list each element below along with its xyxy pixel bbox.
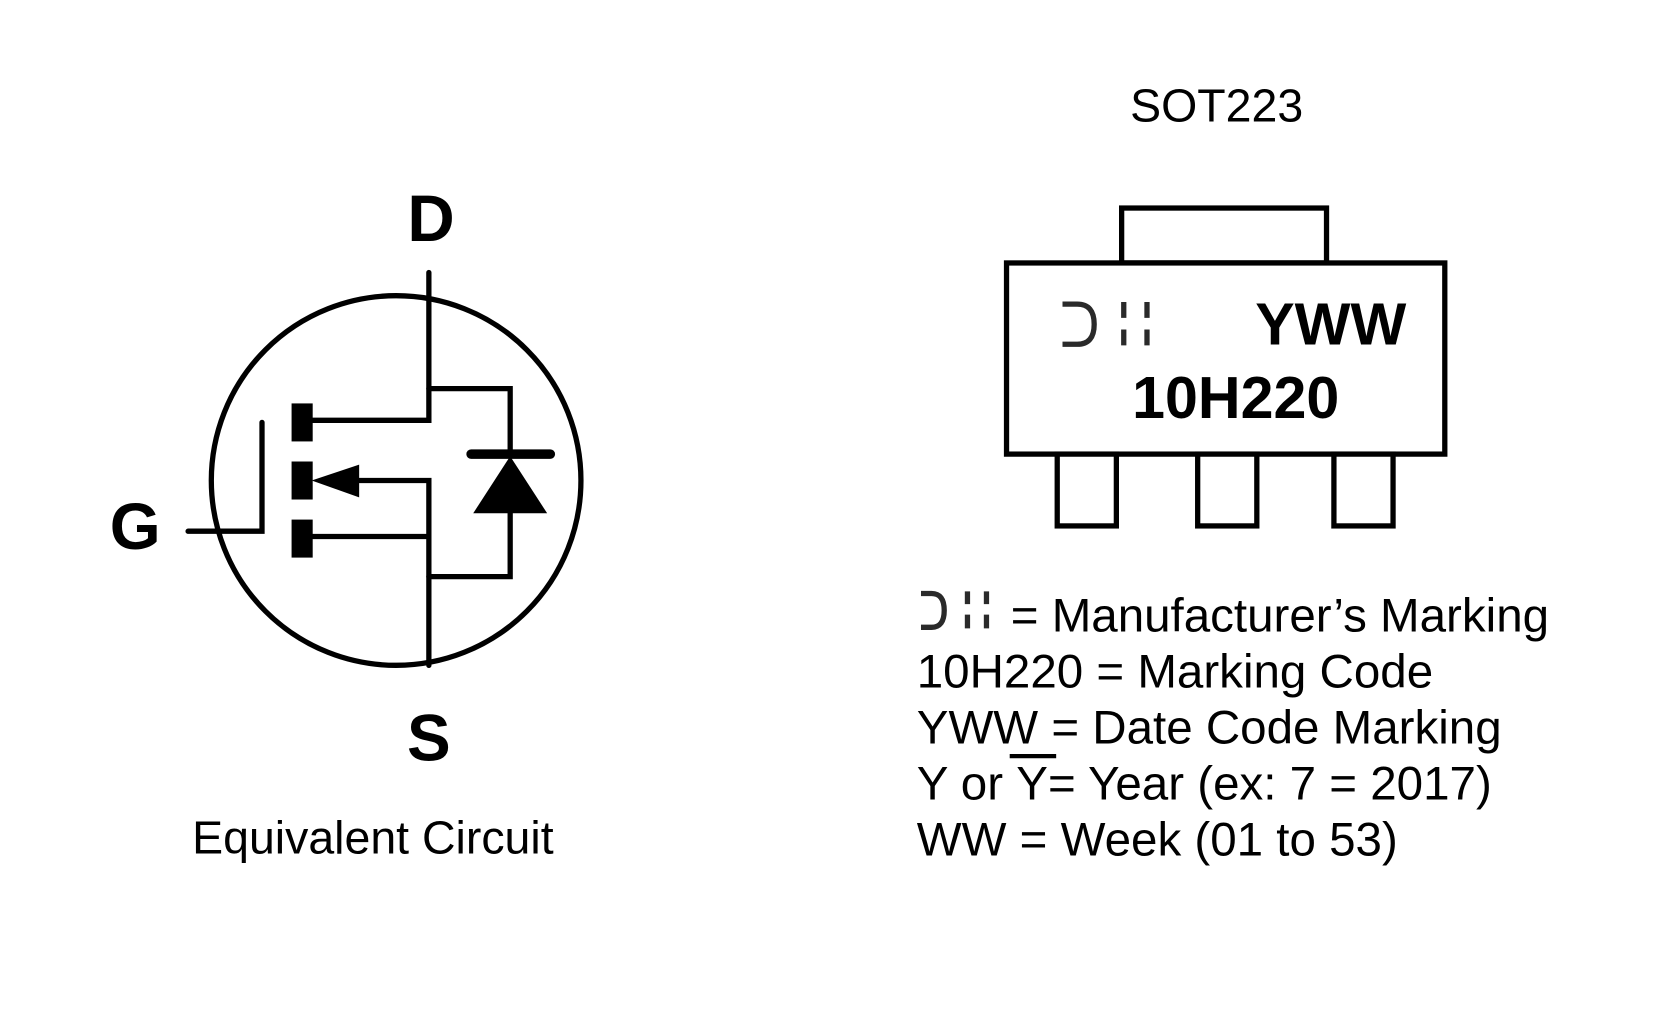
pin-label-gate: G — [110, 490, 161, 563]
channel-segment — [291, 403, 313, 442]
legend-marking-code: 10H220 = Marking Code — [917, 645, 1433, 698]
package-date-code: YWW — [1255, 290, 1406, 357]
legend-year-rest: = Year (ex: 7 = 2017) — [1048, 757, 1492, 810]
legend-year-prefix: Y or — [917, 757, 1016, 810]
package-pin — [1195, 451, 1260, 529]
diode-triangle-icon — [473, 456, 548, 514]
gate-lead — [185, 419, 265, 534]
manufacturer-logo — [1062, 301, 1150, 347]
package-pin — [1054, 451, 1120, 529]
source-lead — [356, 477, 432, 668]
package-pin — [1331, 451, 1396, 529]
package-title: SOT223 — [1130, 79, 1303, 131]
circuit-caption: Equivalent Circuit — [192, 811, 554, 863]
legend-date-code: YWW = Date Code Marking — [917, 701, 1502, 754]
legend-year: Y or Y= Year (ex: 7 = 2017) — [917, 757, 1492, 810]
body-arrow-icon — [311, 464, 360, 498]
legend-logo — [920, 590, 990, 630]
legend-manufacturer: = Manufacturer’s Marking — [1011, 590, 1549, 643]
package-outline — [1003, 205, 1448, 529]
legend-week: WW = Week (01 to 53) — [917, 813, 1398, 866]
pin-label-drain: D — [407, 182, 454, 255]
channel-segment — [291, 461, 313, 500]
channel-segment — [291, 519, 313, 558]
device-outline-circle — [208, 293, 584, 668]
pin-label-source: S — [407, 701, 451, 774]
package-body — [1003, 260, 1448, 457]
legend-year-overline-y: Y — [1016, 757, 1048, 810]
package-marking-code: 10H220 — [1132, 364, 1339, 431]
drain-lead — [310, 269, 432, 423]
mosfet-symbol — [185, 269, 584, 668]
package-tab — [1119, 205, 1330, 266]
body-diode-leads — [426, 385, 513, 580]
